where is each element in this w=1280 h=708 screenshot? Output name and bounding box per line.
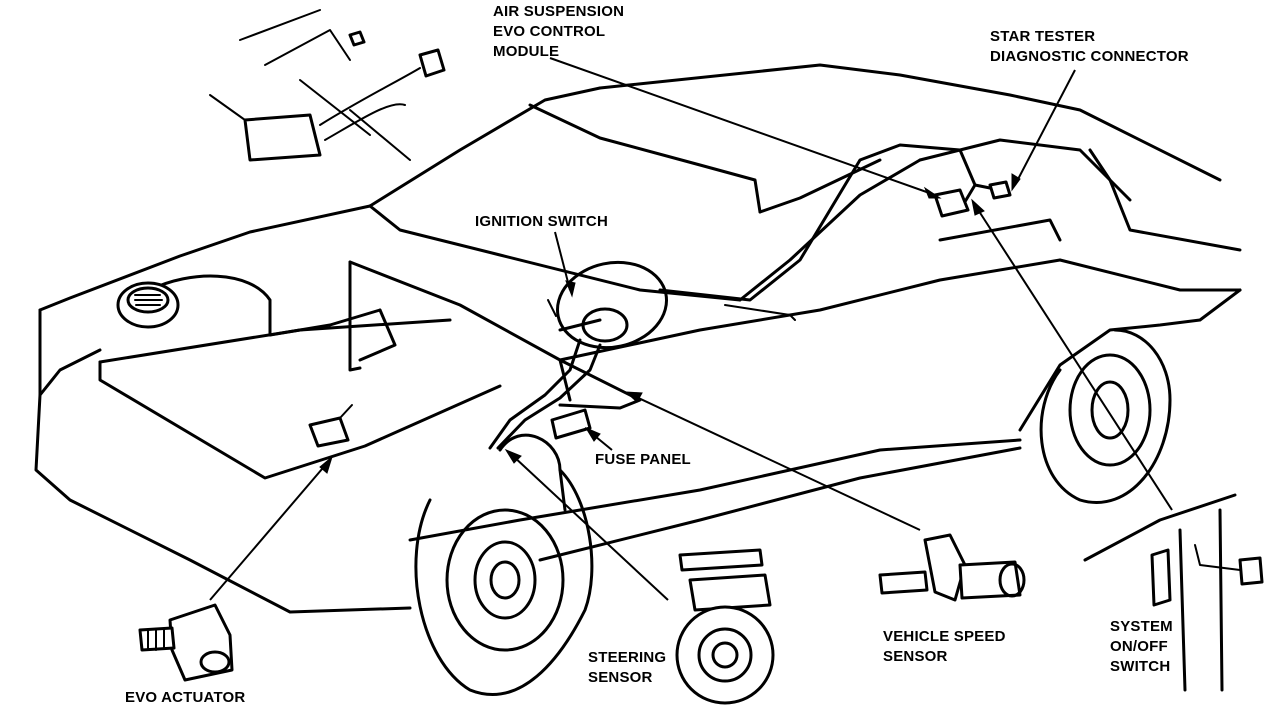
evo-actuator-detail: [138, 603, 234, 682]
rear-module: [933, 180, 1062, 242]
steering-sensor-detail: [675, 548, 775, 705]
label-steering-sensor: STEERING SENSOR: [588, 649, 667, 686]
vehicle-speed-sensor-detail: [878, 533, 1026, 602]
inset-module: [209, 9, 446, 162]
label-air-suspension-module: AIR SUSPENSION EVO CONTROL MODULE: [493, 3, 625, 60]
leader-lines: [209, 57, 1173, 601]
front-wheel: [414, 468, 594, 696]
system-switch-detail: [1083, 493, 1264, 692]
fuse-panel-box: [550, 408, 592, 440]
label-star-tester: STAR TESTER DIAGNOSTIC CONNECTOR: [990, 28, 1189, 65]
steering-column: [488, 260, 669, 450]
label-ignition-switch: IGNITION SWITCH: [475, 213, 608, 230]
wiring-harness: [148, 143, 1002, 512]
label-vehicle-speed-sensor: VEHICLE SPEED SENSOR: [883, 628, 1006, 665]
hood-compressor: [116, 281, 180, 329]
actuator-in-car: [308, 404, 353, 448]
label-fuse-panel: FUSE PANEL: [595, 451, 691, 468]
label-system-switch: SYSTEM ON/OFF SWITCH: [1110, 618, 1173, 675]
rear-wheel: [1039, 328, 1172, 504]
label-evo-actuator: EVO ACTUATOR: [125, 689, 246, 706]
